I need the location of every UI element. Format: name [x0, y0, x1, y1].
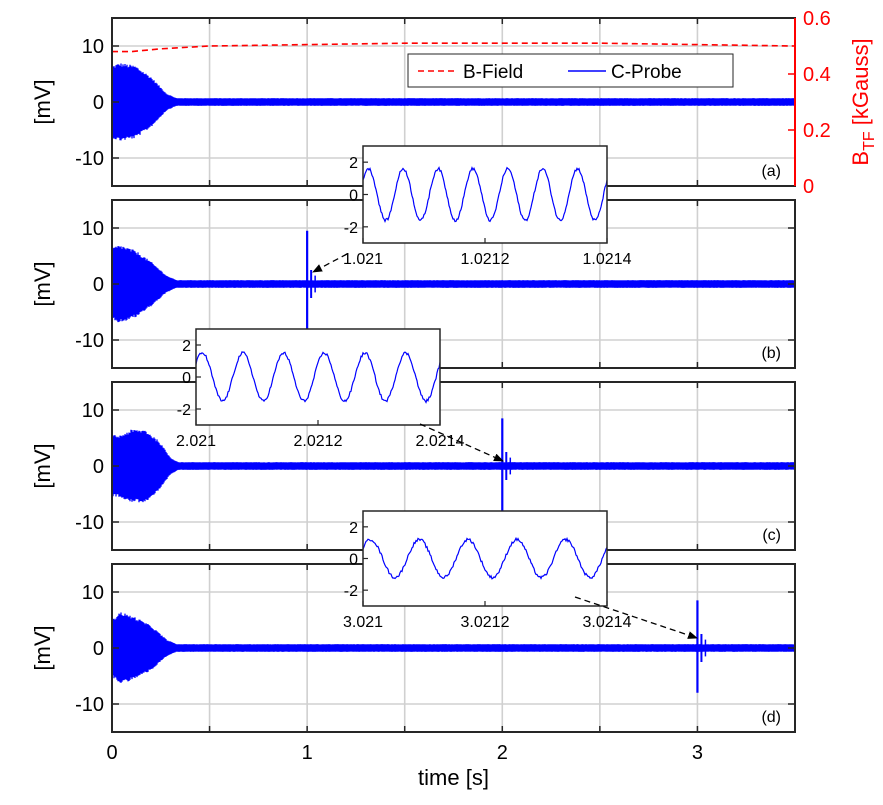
y-axis-tick-label: 0 — [93, 638, 104, 660]
inset-x-tick-label: 2.0214 — [416, 433, 465, 450]
inset-y-tick-label: -2 — [177, 402, 191, 419]
right-axis-label-main: B — [848, 151, 873, 166]
y-axis-tick-label: 10 — [82, 400, 104, 422]
inset-trace — [195, 351, 441, 404]
inset-x-tick-label: 1.021 — [343, 251, 383, 268]
panel-d: 10 0 -10 [mV] (d) — [30, 563, 796, 733]
inset-x-tick-label: 3.0212 — [461, 614, 510, 631]
inset-y-tick-label: 0 — [349, 188, 358, 205]
y-axis-tick-label: -10 — [75, 512, 104, 534]
panel-label: (d) — [761, 709, 781, 726]
right-axis-tick-label: 0 — [803, 176, 814, 198]
inset-y-tick-label: 0 — [182, 370, 191, 387]
y-axis-tick-label: -10 — [75, 330, 104, 352]
x-axis-tick-label: 3 — [692, 742, 703, 764]
right-axis-tick-label: 0.6 — [803, 8, 831, 30]
inset-x-tick-label: 3.0214 — [583, 614, 632, 631]
inset-pointer-arrow — [419, 423, 504, 462]
right-axis-label-unit: [kGauss] — [848, 38, 873, 131]
panel-label: (b) — [761, 345, 781, 362]
legend-label-c-probe: C-Probe — [611, 62, 682, 83]
right-axis-label-subscript: TF — [861, 131, 878, 151]
y-axis-tick-label: 10 — [82, 218, 104, 240]
panel-b: 10 0 -10 [mV] (b) — [30, 199, 796, 369]
y-axis-tick-label: 0 — [93, 274, 104, 296]
legend-box — [407, 53, 734, 88]
y-axis-tick-label: 0 — [93, 92, 104, 114]
inset-background — [363, 511, 607, 606]
inset-x-tick-label: 2.0212 — [294, 433, 343, 450]
right-axis-tick-label: 0.4 — [803, 64, 831, 86]
inset-background — [363, 146, 607, 243]
y-axis-label: [mV] — [30, 625, 55, 670]
panel-label: (c) — [762, 527, 781, 544]
right-axis-label: BTF [kGauss] — [848, 38, 878, 165]
legend-label-b-field: B-Field — [463, 62, 523, 83]
inset-y-tick-label: -2 — [344, 220, 358, 237]
y-axis-label: [mV] — [30, 261, 55, 306]
inset-x-tick-label: 1.0212 — [461, 251, 510, 268]
y-axis-label: [mV] — [30, 79, 55, 124]
inset-c: 2 0 -2 2.021 2.0212 2.0214 — [176, 328, 465, 450]
inset-y-tick-label: 2 — [349, 155, 358, 172]
inset-y-tick-label: 0 — [349, 552, 358, 569]
inset-d: 2 0 -2 3.021 3.0212 3.0214 — [343, 510, 632, 631]
inset-pointer-arrow — [574, 596, 698, 639]
inset-b: 2 0 -2 1.021 1.0212 1.0214 — [343, 145, 632, 268]
x-axis-tick-label: 2 — [497, 742, 508, 764]
inset-trace — [362, 536, 608, 580]
b-field-trace — [112, 42, 796, 53]
right-axis-tick-label: 0.2 — [803, 120, 831, 142]
inset-x-tick-label: 1.0214 — [583, 251, 632, 268]
inset-x-tick-label: 2.021 — [176, 433, 216, 450]
inset-y-tick-label: 2 — [182, 338, 191, 355]
y-axis-tick-label: -10 — [75, 148, 104, 170]
inset-x-tick-label: 3.021 — [343, 614, 383, 631]
y-axis-tick-label: 10 — [82, 36, 104, 58]
x-axis-tick-label: 0 — [106, 742, 117, 764]
x-axis-label: time [s] — [418, 765, 489, 790]
y-axis-tick-label: -10 — [75, 694, 104, 716]
inset-y-tick-label: -2 — [344, 583, 358, 600]
panel-label: (a) — [761, 163, 781, 180]
legend: B-Field C-Probe — [407, 53, 734, 88]
x-axis-tick-label: 1 — [302, 742, 313, 764]
inset-trace — [362, 166, 608, 223]
y-axis-tick-label: 0 — [93, 456, 104, 478]
inset-y-tick-label: 2 — [349, 520, 358, 537]
y-axis-tick-label: 10 — [82, 582, 104, 604]
inset-pointer-arrow — [312, 253, 348, 273]
inset-background — [196, 329, 440, 425]
y-axis-label: [mV] — [30, 443, 55, 488]
